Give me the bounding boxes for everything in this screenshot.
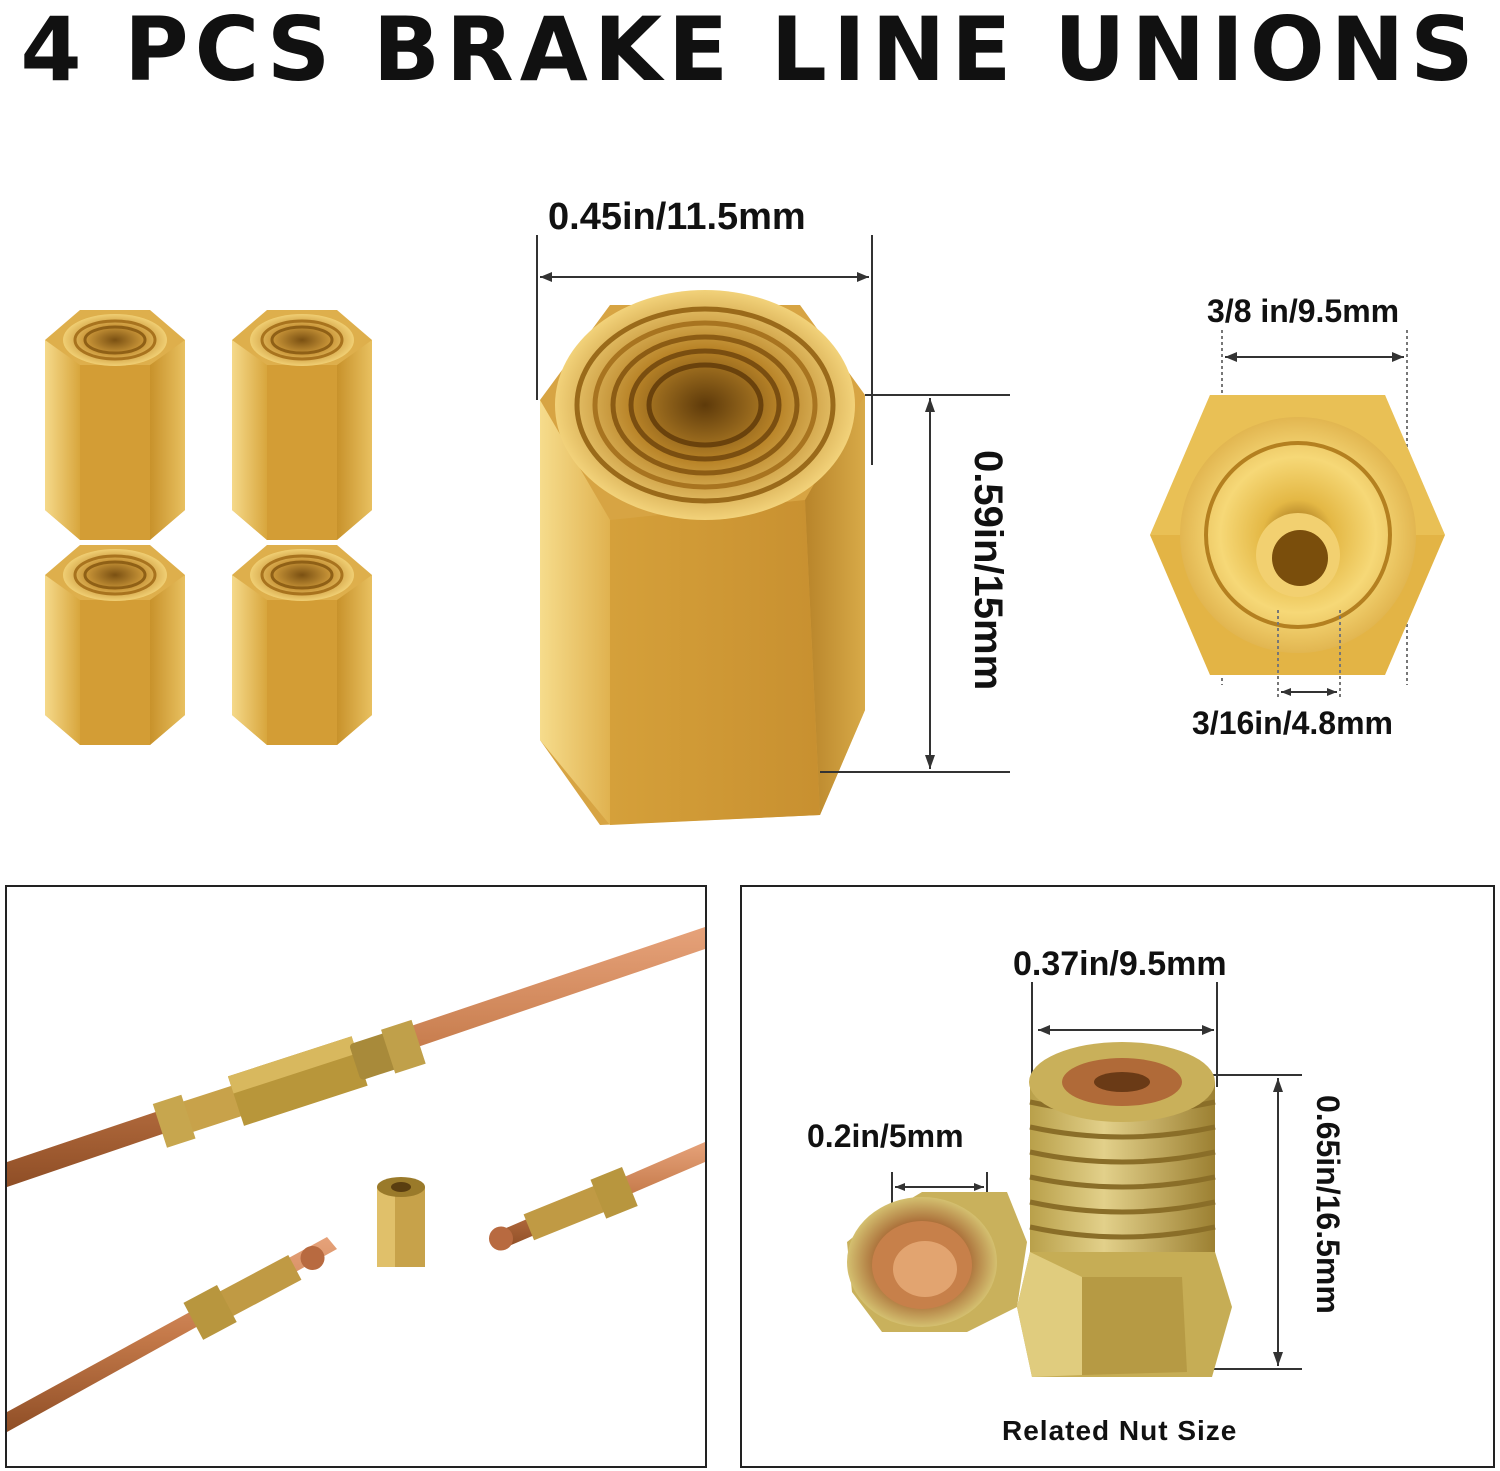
nut-width-label: 0.37in/9.5mm	[1013, 945, 1227, 983]
end-outer-label: 3/8 in/9.5mm	[1207, 293, 1400, 329]
brake-nut-icon	[1017, 1042, 1232, 1377]
union-width-label: 0.45in/11.5mm	[548, 196, 806, 238]
large-union-diagram	[536, 235, 1010, 825]
nut-height-label: 0.65in/16.5mm	[1310, 1095, 1346, 1314]
small-union-icon	[45, 545, 185, 745]
brass-union-end-icon	[1150, 395, 1445, 675]
small-union-icon	[232, 545, 372, 745]
union-height-label: 0.59in/15mm	[966, 450, 1010, 691]
nut-diagram	[847, 982, 1302, 1377]
nut-bore-label: 0.2in/5mm	[807, 1118, 964, 1154]
four-unions-group	[45, 310, 372, 745]
small-union-icon	[45, 310, 185, 540]
nut-size-panel	[740, 885, 1495, 1468]
page-title: 4 PCS BRAKE LINE UNIONS	[20, 0, 1480, 101]
small-nut-icon	[847, 1192, 1027, 1332]
application-photo-panel	[5, 885, 707, 1468]
nut-size-caption: Related Nut Size	[1002, 1415, 1238, 1446]
union-end-diagram	[1150, 330, 1445, 700]
end-inner-label: 3/16in/4.8mm	[1192, 705, 1393, 741]
brass-union-icon	[540, 290, 865, 825]
copper-line-icon	[7, 927, 705, 1432]
small-union-icon	[232, 310, 372, 540]
